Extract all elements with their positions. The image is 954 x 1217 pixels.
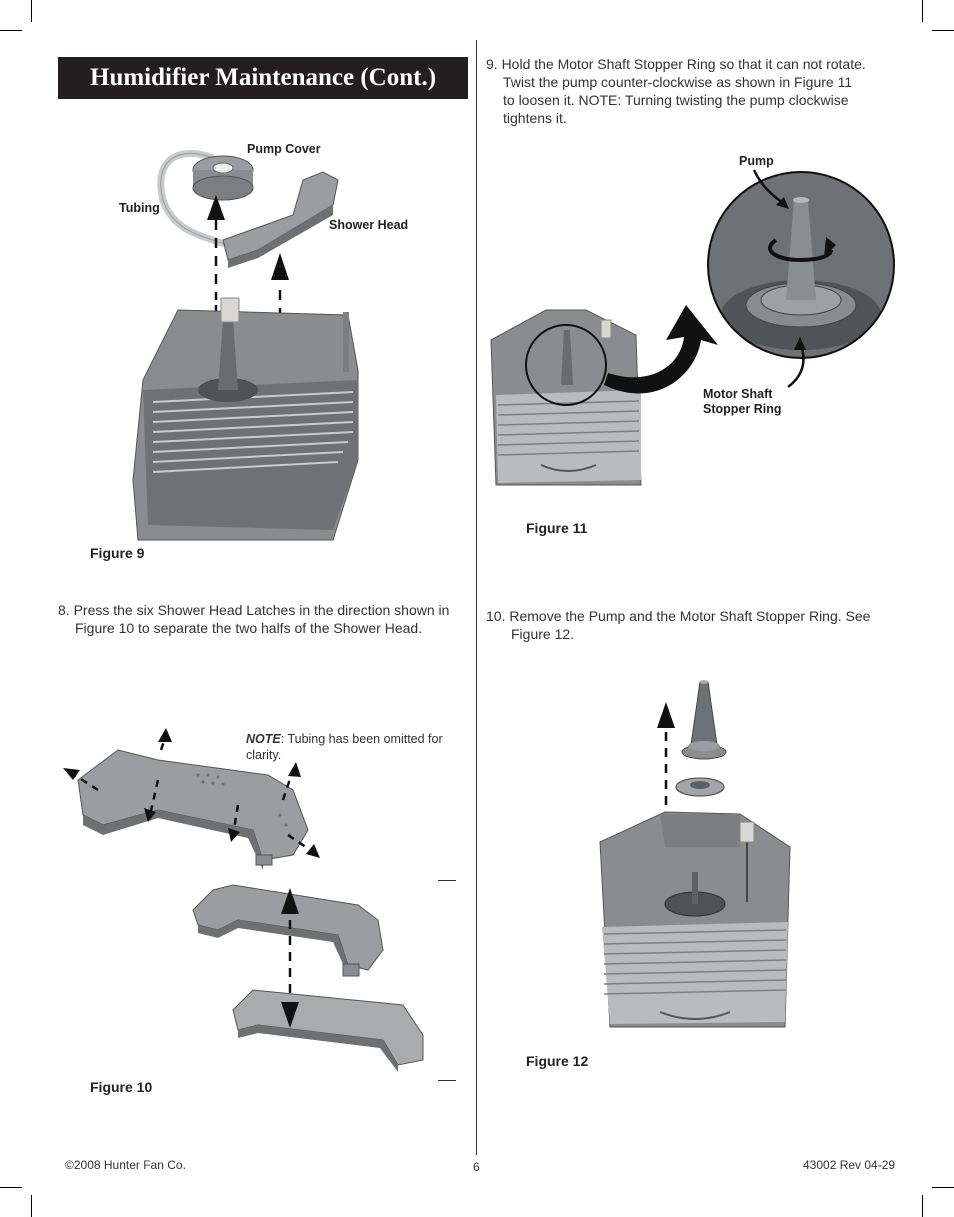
- step-8-line-2: Figure 10 to separate the two halfs of t…: [75, 620, 423, 636]
- label-pump: Pump: [739, 154, 774, 168]
- note-text: : Tubing has been omitted for: [280, 732, 443, 746]
- figure-10-caption: Figure 10: [90, 1079, 153, 1095]
- crop-mark: [922, 0, 923, 22]
- page-title: Humidifier Maintenance (Cont.): [58, 57, 468, 99]
- step-9-line-1: 9. Hold the Motor Shaft Stopper Ring so …: [486, 56, 866, 72]
- figure-9-illustration: [132, 150, 359, 541]
- step-10-line-2: Figure 12.: [511, 626, 575, 642]
- step-9-text: 9. Hold the Motor Shaft Stopper Ring so …: [486, 55, 906, 127]
- note-label: NOTE: [246, 732, 281, 746]
- label-ring-line-1: Motor Shaft: [703, 387, 773, 401]
- footer-page-number: 6: [473, 1160, 480, 1174]
- figure-10-rule-top: [438, 880, 456, 881]
- crop-mark: [31, 0, 32, 22]
- crop-mark: [932, 30, 954, 31]
- label-motor-shaft-stopper-ring: Motor Shaft Stopper Ring: [703, 387, 781, 417]
- crop-mark: [0, 30, 22, 31]
- figure-10-illustration: [63, 728, 424, 1072]
- label-pump-cover: Pump Cover: [247, 142, 321, 156]
- figure-12-caption: Figure 12: [526, 1053, 589, 1069]
- step-10-line-1: 10. Remove the Pump and the Motor Shaft …: [486, 608, 871, 624]
- crop-mark: [922, 1195, 923, 1217]
- figure-10-note: NOTE: Tubing has been omitted for clarit…: [246, 731, 466, 763]
- figure-11-caption: Figure 11: [526, 520, 588, 536]
- step-10-text: 10. Remove the Pump and the Motor Shaft …: [486, 607, 906, 643]
- note-text-2: clarity.: [246, 748, 282, 762]
- crop-mark: [0, 1187, 22, 1188]
- crop-mark: [31, 1195, 32, 1217]
- label-tubing: Tubing: [119, 201, 160, 215]
- figure-11-illustration: [490, 169, 895, 486]
- label-shower-head: Shower Head: [329, 218, 409, 232]
- footer-doc-number: 43002 Rev 04-29: [803, 1158, 896, 1172]
- label-ring-line-2: Stopper Ring: [703, 402, 782, 416]
- step-8-text: 8. Press the six Shower Head Latches in …: [58, 601, 470, 637]
- crop-mark: [932, 1187, 954, 1188]
- figure-12-illustration: [599, 680, 791, 1028]
- figure-10-rule-bottom: [438, 1080, 456, 1081]
- step-9-line-2: Twist the pump counter-clockwise as show…: [503, 74, 853, 90]
- footer-copyright: ©2008 Hunter Fan Co.: [65, 1158, 186, 1172]
- step-8-line-1: 8. Press the six Shower Head Latches in …: [58, 602, 450, 618]
- step-9-line-4: tightens it.: [503, 110, 567, 126]
- column-divider: [476, 40, 477, 1155]
- figure-9-caption: Figure 9: [90, 545, 145, 561]
- step-9-line-3: to loosen it. NOTE: Turning twisting the…: [503, 92, 849, 108]
